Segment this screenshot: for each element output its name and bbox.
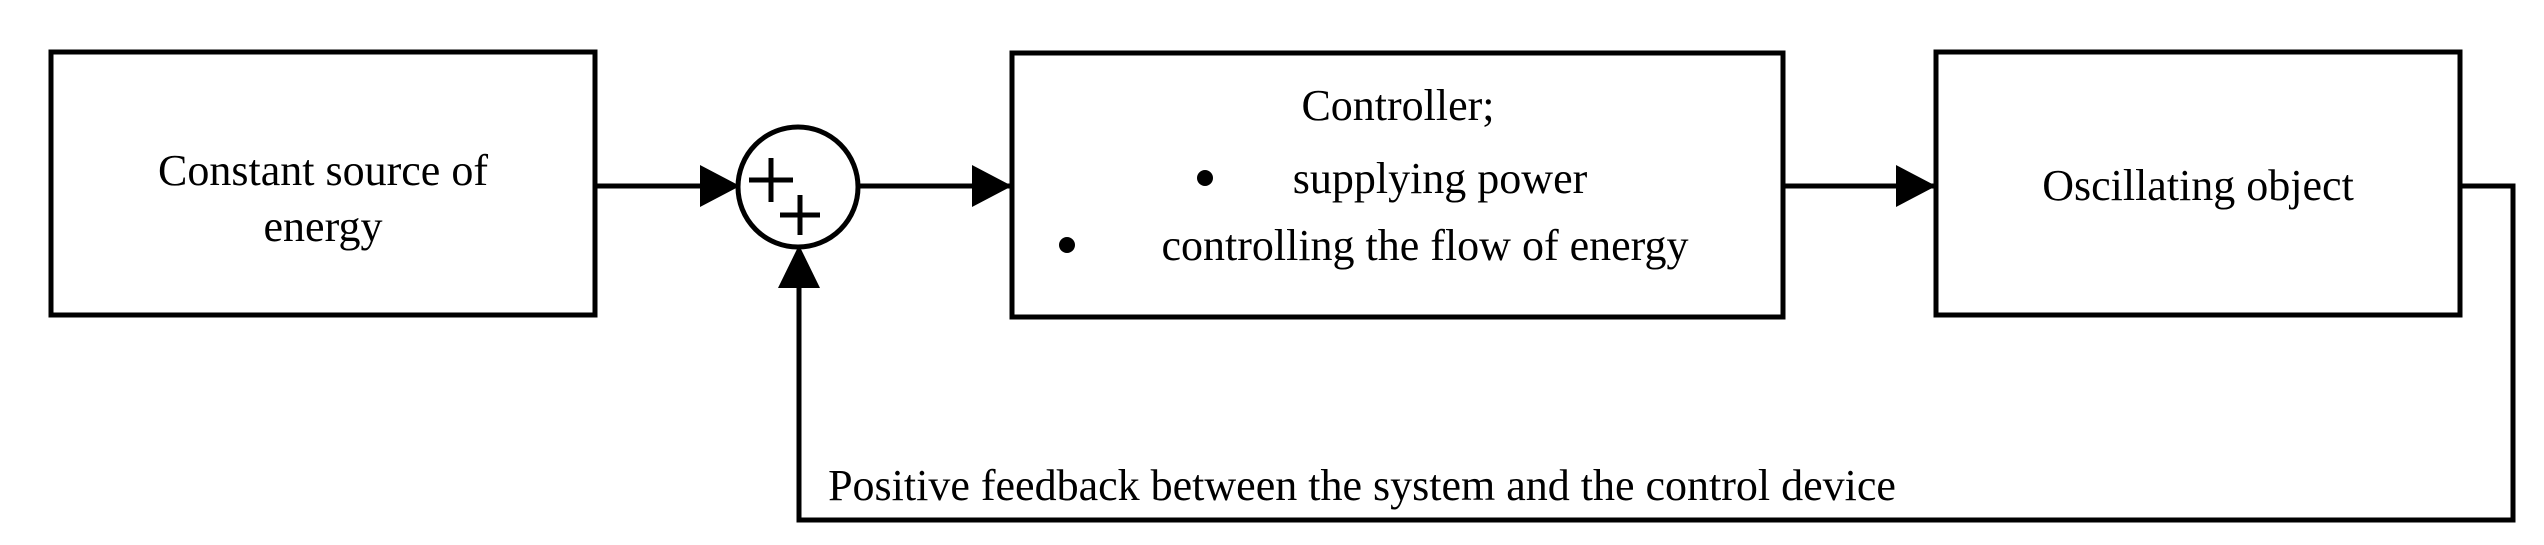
arrow-head-icon xyxy=(778,245,820,288)
block-constant-source[interactable]: Constant source of energy xyxy=(48,49,598,318)
controller-bullet-label-2: controlling the flow of energy xyxy=(1161,221,1688,270)
junction-plus-bottom-icon xyxy=(780,195,820,235)
feedback-caption: Positive feedback between the system and… xyxy=(828,461,1896,510)
arrow-head-icon xyxy=(1896,165,1936,207)
controller-bullet-item-2: controlling the flow of energy xyxy=(1059,221,1689,270)
bullet-dot-icon xyxy=(1059,237,1075,253)
wire-feedback-loop xyxy=(778,183,2516,523)
arrow-head-icon xyxy=(972,165,1012,207)
controller-bullet-label-1: supplying power xyxy=(1293,154,1588,203)
junction-plus-top-icon xyxy=(749,158,793,202)
block-constant-source-label-line2: energy xyxy=(264,202,383,251)
summing-junction[interactable] xyxy=(735,124,861,250)
block-controller[interactable]: Controller; supplying power controlling … xyxy=(1009,50,1786,320)
block-oscillating-object[interactable]: Oscillating object xyxy=(1933,49,2463,318)
block-oscillating-object-label: Oscillating object xyxy=(2042,161,2354,210)
bullet-dot-icon xyxy=(1197,170,1213,186)
wire-source-to-junction xyxy=(595,165,740,207)
wire-junction-to-controller xyxy=(860,165,1012,207)
block-controller-title: Controller; xyxy=(1301,81,1494,130)
block-constant-source-label-line1: Constant source of xyxy=(158,146,488,195)
arrow-head-icon xyxy=(700,165,740,207)
controller-bullet-item-1: supplying power xyxy=(1197,154,1588,203)
wire-controller-to-plant xyxy=(1783,165,1936,207)
